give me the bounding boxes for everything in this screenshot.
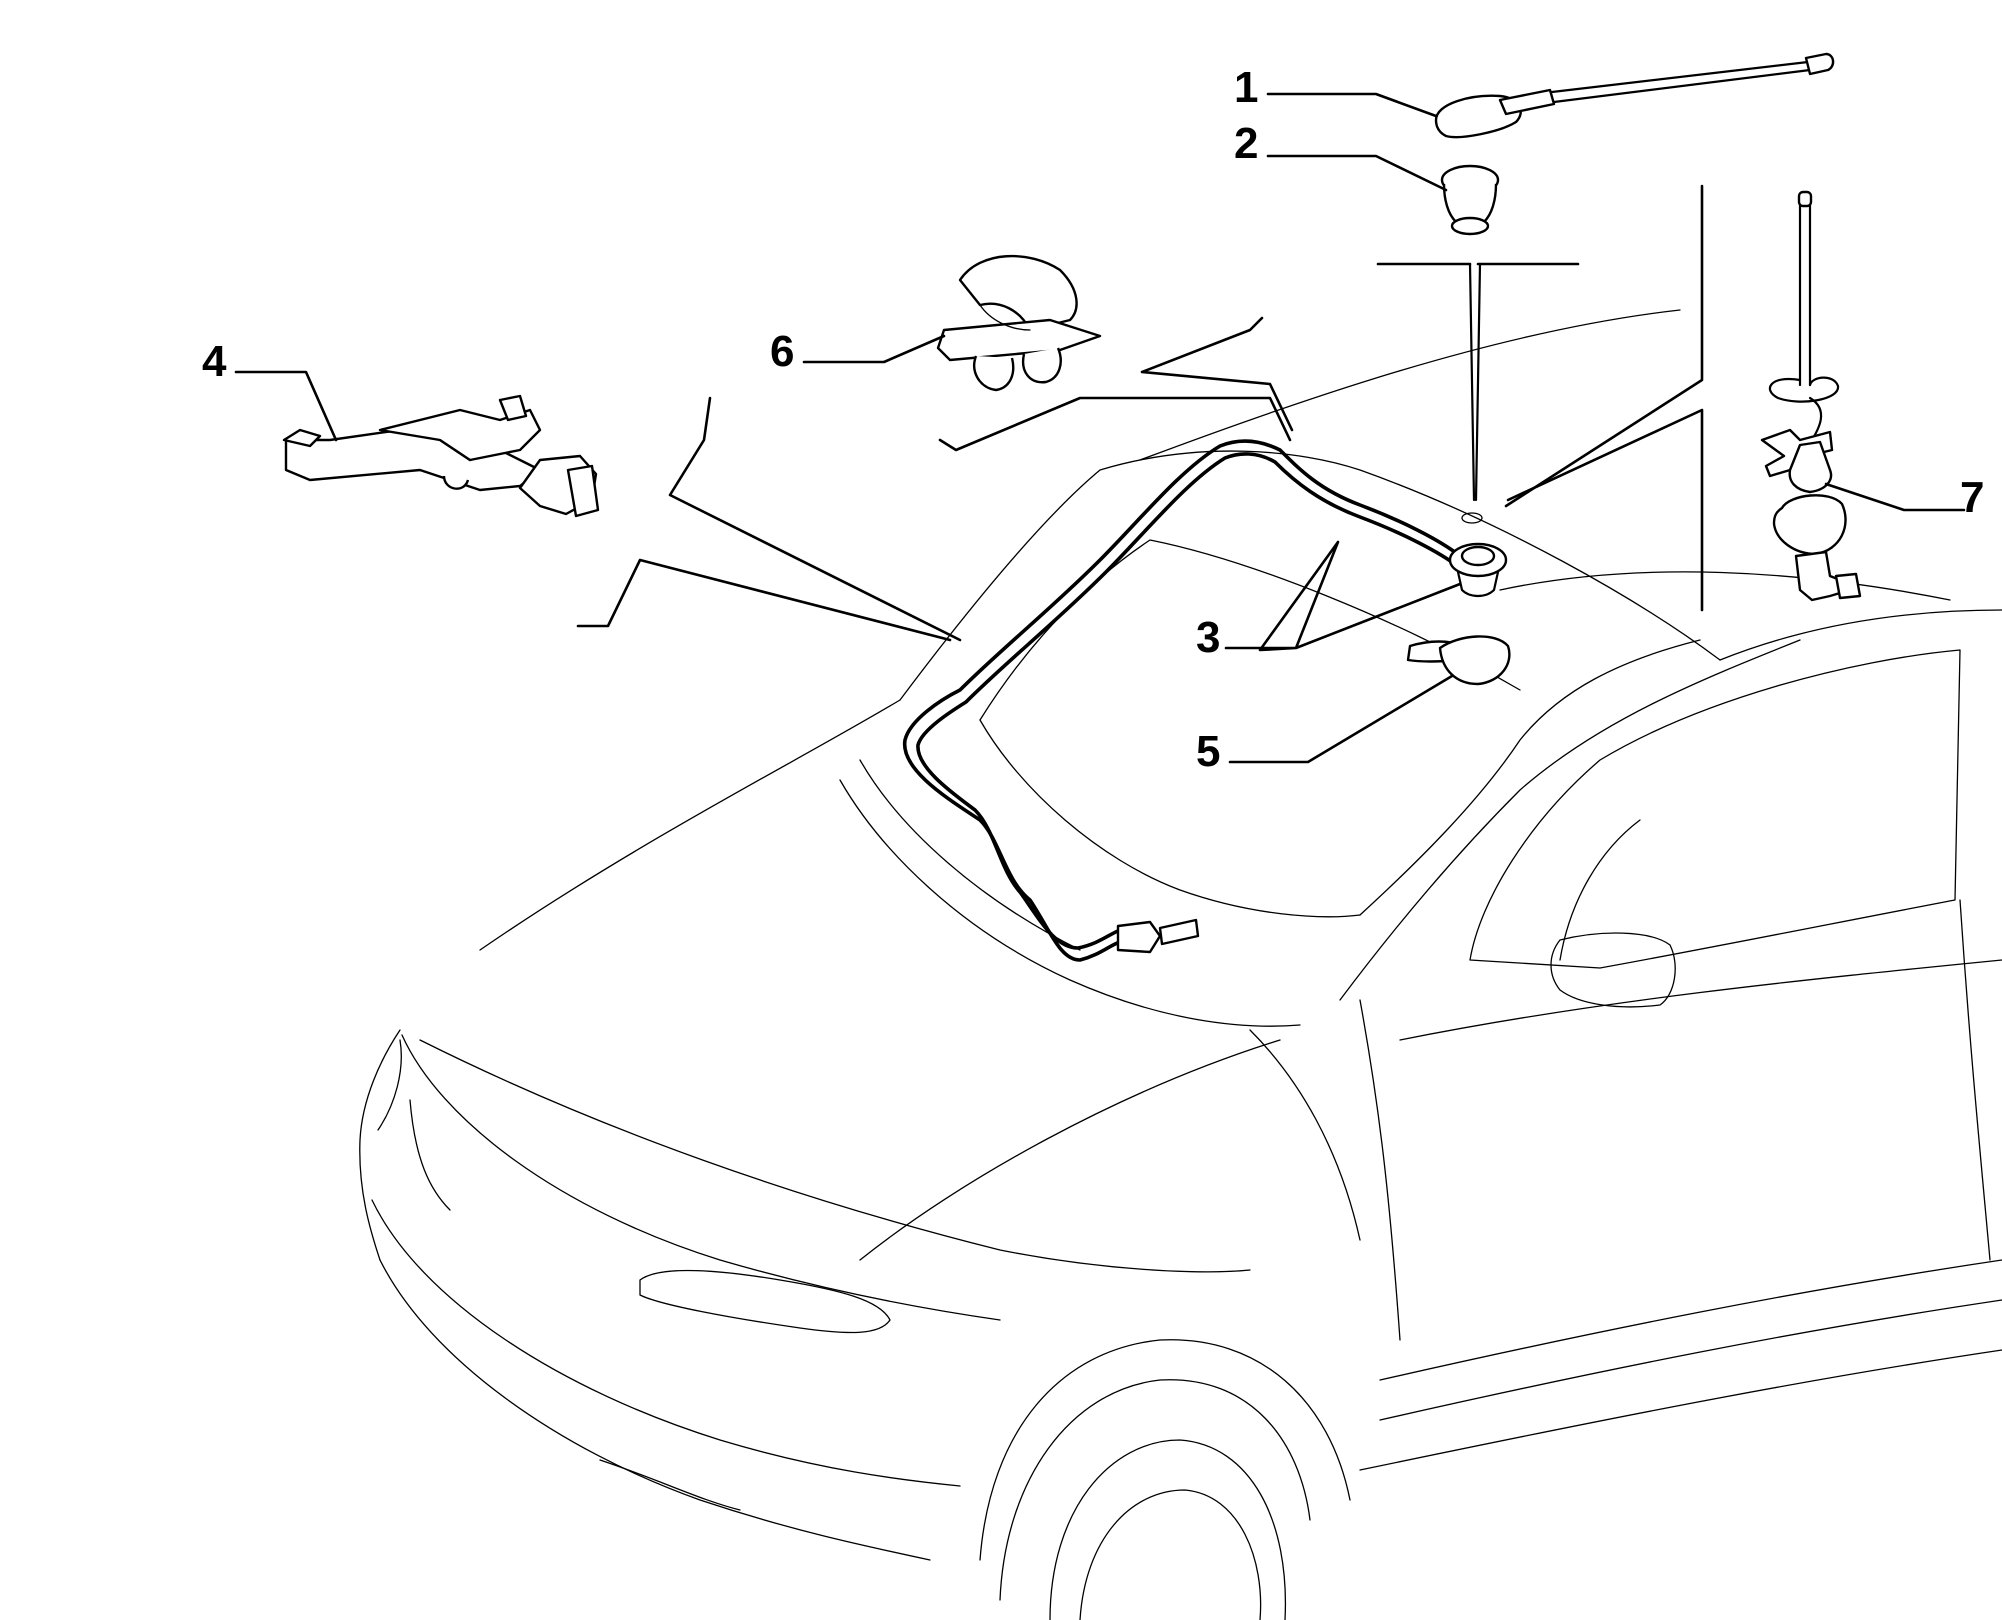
alt-antenna-body xyxy=(1788,440,1833,494)
hood-front-surface xyxy=(419,1039,1251,1273)
hood-crease-line xyxy=(839,779,1301,1027)
grommet-body xyxy=(1442,183,1498,224)
cable-base-ring-inner xyxy=(1460,545,1496,567)
clip-detail xyxy=(979,304,1031,331)
top-vertical-left xyxy=(1468,262,1476,502)
side-window xyxy=(1469,649,1961,969)
door-lower-line xyxy=(1379,1259,2002,1381)
leader-5 xyxy=(1228,674,1454,764)
exploded-view-lines xyxy=(576,184,1704,642)
roof-side-line xyxy=(1499,571,1951,601)
bracket-tab xyxy=(498,394,528,422)
door-front-edge xyxy=(1359,999,1401,1341)
a-pillar-outer xyxy=(1339,639,1801,1001)
bracket-left-lip xyxy=(282,428,322,448)
alt-antenna-connector-end xyxy=(1834,572,1862,600)
callout-3: 3 xyxy=(1196,613,1220,662)
antenna-rod xyxy=(1550,60,1812,104)
antenna-base xyxy=(1434,94,1522,139)
windshield-bottom xyxy=(979,719,1361,918)
wheel-tire xyxy=(1049,1439,1287,1620)
windshield-frame-outer xyxy=(899,450,1721,701)
alt-antenna-tip xyxy=(1797,190,1813,208)
bumper-upper-line xyxy=(401,1034,1001,1321)
antenna-cable-harness-icon xyxy=(903,439,1508,962)
cable-run-outer xyxy=(903,439,1462,962)
callout-2: 2 xyxy=(1234,119,1258,168)
hood-center-line xyxy=(859,1039,1281,1261)
center-group-line-2 xyxy=(938,396,1292,452)
side-window-inner xyxy=(1559,819,1641,961)
headlight xyxy=(639,1269,891,1334)
callout-leaders xyxy=(234,92,1966,764)
callout-7: 7 xyxy=(1960,473,1984,522)
leader-2 xyxy=(1266,154,1448,192)
hood-crease-line-2 xyxy=(859,759,1081,951)
hood-front-edge xyxy=(359,1029,401,1261)
leader-3 xyxy=(1224,540,1462,652)
wheel-arch-inner xyxy=(999,1379,1311,1601)
windshield-frame-inner xyxy=(979,539,1521,721)
callout-4: 4 xyxy=(202,337,227,386)
sill-line xyxy=(1379,1299,2002,1421)
top-vertical-right xyxy=(1474,262,1482,502)
bumper-inner-line xyxy=(409,1099,451,1211)
right-group-line-2 xyxy=(1506,408,1704,612)
clip-base xyxy=(936,318,1102,362)
door-belt-line xyxy=(1399,959,2002,1041)
cable-bracket-icon xyxy=(282,394,600,518)
hood-side-line xyxy=(479,699,901,951)
cable-connector-tip xyxy=(1158,918,1200,946)
bumper-bottom-line xyxy=(379,1259,931,1561)
a-pillar xyxy=(1359,639,1701,916)
cable-run-inner xyxy=(916,452,1462,950)
bumper-lower-line xyxy=(371,1199,961,1487)
cable-connector xyxy=(1116,920,1162,954)
wheel-arch-outer xyxy=(979,1339,1351,1561)
antenna-grommet-icon xyxy=(1440,164,1500,236)
grommet-bottom xyxy=(1450,216,1490,236)
leader-1 xyxy=(1266,92,1438,118)
cable-base-stem xyxy=(1456,570,1500,598)
roof-mounting-hole xyxy=(1461,512,1483,524)
left-group-line-2 xyxy=(576,558,952,642)
right-group-line xyxy=(1504,184,1704,508)
leader-6 xyxy=(802,334,946,364)
fender-line xyxy=(1249,1029,1361,1241)
callout-labels: 1 2 3 4 5 6 7 xyxy=(202,63,1984,776)
wheel-rim xyxy=(1079,1489,1262,1620)
lower-panel-line xyxy=(599,1459,741,1511)
leader-4 xyxy=(234,370,338,442)
clip-left-lobe xyxy=(973,355,1015,392)
callout-5: 5 xyxy=(1196,727,1220,776)
alt-antenna-base xyxy=(1772,494,1847,556)
clip-top-loop xyxy=(958,254,1078,332)
antenna-joint xyxy=(1498,88,1556,116)
left-group-line xyxy=(668,396,962,642)
alt-antenna-coil xyxy=(1768,376,1840,403)
bracket-peg xyxy=(442,475,470,490)
bumper-inner-line-2 xyxy=(377,1039,402,1131)
car-outline xyxy=(359,309,2002,1620)
roof-front-edge xyxy=(1139,309,1681,461)
clip-right-lobe xyxy=(1021,347,1062,384)
sill-bottom xyxy=(1359,1349,2002,1471)
alt-antenna-rod xyxy=(1798,196,1812,387)
roof-side-line-2 xyxy=(1719,609,2002,661)
door-rear-edge xyxy=(1959,899,1991,1261)
alternative-antenna-assembly-icon xyxy=(1760,190,1862,602)
antenna-tip xyxy=(1804,52,1835,76)
mirror xyxy=(1550,932,1676,1008)
leader-7 xyxy=(1824,482,1966,512)
cover-cap-icon xyxy=(1406,635,1511,686)
callout-6: 6 xyxy=(770,327,794,376)
callout-1: 1 xyxy=(1234,63,1258,112)
center-group-line xyxy=(1140,316,1294,432)
cable-clip-icon xyxy=(936,254,1102,392)
roof-antenna-mast-icon xyxy=(1434,52,1835,139)
bracket-clamp-ring xyxy=(566,464,600,518)
bracket-raised-section xyxy=(378,408,542,462)
